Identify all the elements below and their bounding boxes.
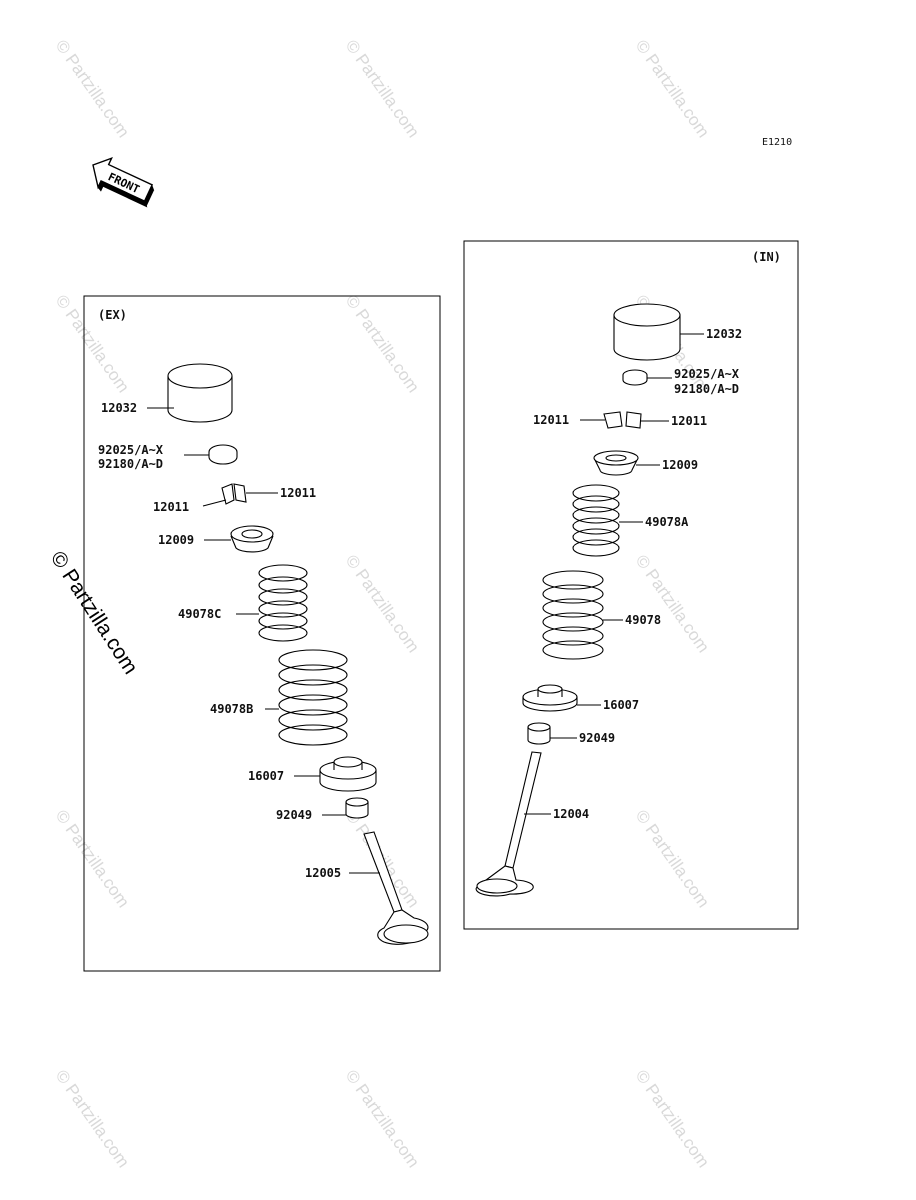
exhaust-panel-frame	[83, 295, 441, 972]
in-tappet-part	[613, 303, 681, 361]
in-shim-label-line2: 92180/A~D	[674, 382, 739, 396]
figure-code: E1210	[762, 137, 792, 148]
ex-spring-seat-part	[319, 756, 377, 792]
exhaust-panel-title: (EX)	[98, 308, 127, 322]
ex-inner-spring-part	[258, 564, 308, 642]
in-outer-spring-part	[542, 570, 604, 660]
ex-tappet-part	[167, 363, 233, 423]
ex-valve-label: 12005	[305, 866, 341, 880]
ex-cotter-right-label: 12011	[280, 486, 316, 500]
watermark: © Partzilla.com	[52, 806, 133, 911]
in-cotter-left-label: 12011	[533, 413, 569, 427]
intake-panel: (IN) 12032 92025/A~X 92180/A~D 12011 120…	[463, 240, 799, 930]
in-stem-seal-part	[527, 722, 551, 745]
ex-stem-seal-part	[345, 797, 369, 819]
in-spring-seat-label: 16007	[603, 698, 639, 712]
in-cotter-right-label: 12011	[671, 414, 707, 428]
watermark: © Partzilla.com	[342, 291, 423, 396]
watermark: © Partzilla.com	[52, 36, 133, 141]
intake-panel-frame	[463, 240, 799, 930]
in-stem-seal-label: 92049	[579, 731, 615, 745]
ex-spring-seat-label: 16007	[248, 769, 284, 783]
ex-retainer-label: 12009	[158, 533, 194, 547]
watermark: © Partzilla.com	[342, 1066, 423, 1171]
front-arrow-icon: FRONT	[92, 156, 155, 208]
ex-shim-label-line2: 92180/A~D	[98, 457, 163, 471]
in-tappet-label: 12032	[706, 327, 742, 341]
ex-shim-part	[208, 444, 238, 465]
in-valve-part	[475, 751, 542, 897]
watermark: © Partzilla.com	[46, 547, 142, 678]
in-shim-label-line1: 92025/A~X	[674, 367, 740, 381]
intake-panel-title: (IN)	[752, 250, 781, 264]
watermark: © Partzilla.com	[632, 1066, 713, 1171]
in-inner-spring-part	[572, 484, 620, 557]
ex-shim-label-line1: 92025/A~X	[98, 443, 164, 457]
in-cotter-part	[603, 411, 642, 429]
ex-stem-seal-label: 92049	[276, 808, 312, 822]
ex-valve-part	[363, 831, 429, 945]
in-valve-label: 12004	[553, 807, 589, 821]
ex-tappet-label: 12032	[101, 401, 137, 415]
ex-retainer-part	[230, 525, 274, 553]
ex-inner-spring-label: 49078C	[178, 607, 221, 621]
in-outer-spring-label: 49078	[625, 613, 661, 627]
watermark-layer: © Partzilla.com © Partzilla.com © Partzi…	[52, 36, 713, 1171]
in-retainer-part	[593, 450, 639, 476]
in-inner-spring-label: 49078A	[645, 515, 689, 529]
watermark: © Partzilla.com	[342, 36, 423, 141]
exhaust-panel: (EX) 12032 92025/A~X 92180/A~D 12011 120…	[83, 295, 441, 972]
ex-cotter-part	[221, 483, 247, 505]
watermark: © Partzilla.com	[632, 551, 713, 656]
ex-outer-spring-label: 49078B	[210, 702, 253, 716]
ex-cotter-left-label: 12011	[153, 500, 189, 514]
ex-outer-spring-part	[278, 649, 348, 746]
watermark: © Partzilla.com	[632, 806, 713, 911]
in-spring-seat-part	[522, 684, 578, 712]
in-shim-part	[622, 369, 648, 386]
in-retainer-label: 12009	[662, 458, 698, 472]
watermark: © Partzilla.com	[52, 1066, 133, 1171]
watermark: © Partzilla.com	[632, 36, 713, 141]
watermark: © Partzilla.com	[342, 551, 423, 656]
